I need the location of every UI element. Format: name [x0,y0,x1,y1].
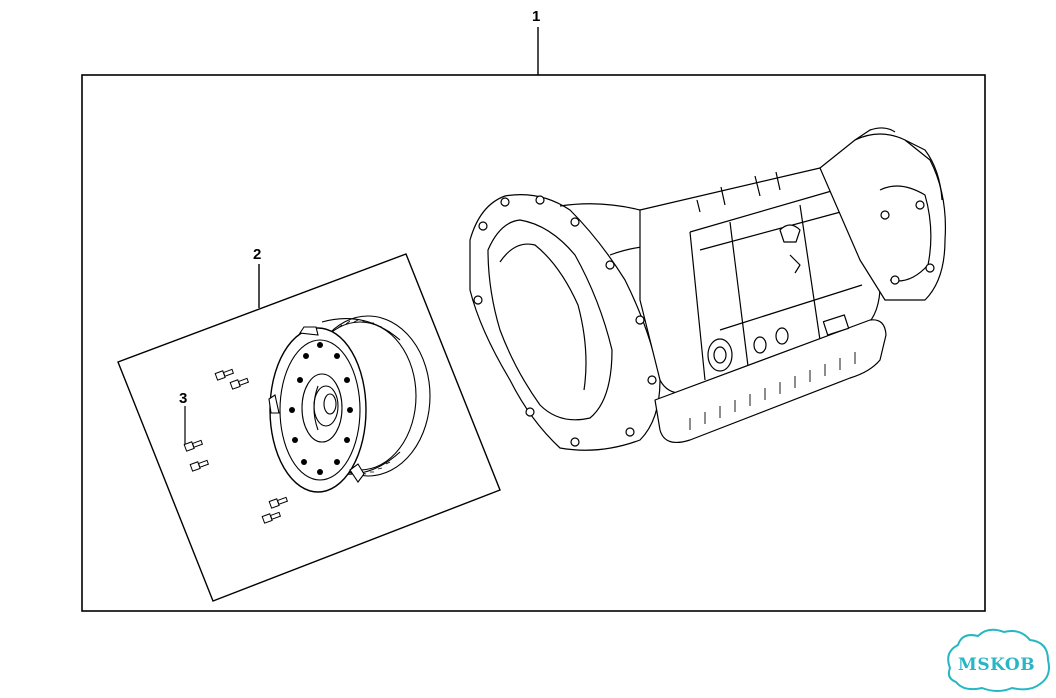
bolt [183,439,204,452]
bolt [189,459,210,472]
bolt [214,368,235,381]
watermark-text: MSKOB [958,655,1036,675]
assembly-frame [81,74,986,612]
converter-kit-frame [117,253,501,602]
transmission-illustration [469,127,946,451]
mskob-logo [947,628,1050,692]
torque-converter-illustration [268,315,431,493]
bolt [268,496,289,509]
callout-2: 2 [253,246,262,263]
bolt [229,377,250,390]
callout-3: 3 [179,390,188,407]
cloud-outline-icon [947,628,1050,692]
callout-1: 1 [532,8,541,25]
bolt-set [183,368,289,524]
bolt [261,511,282,524]
